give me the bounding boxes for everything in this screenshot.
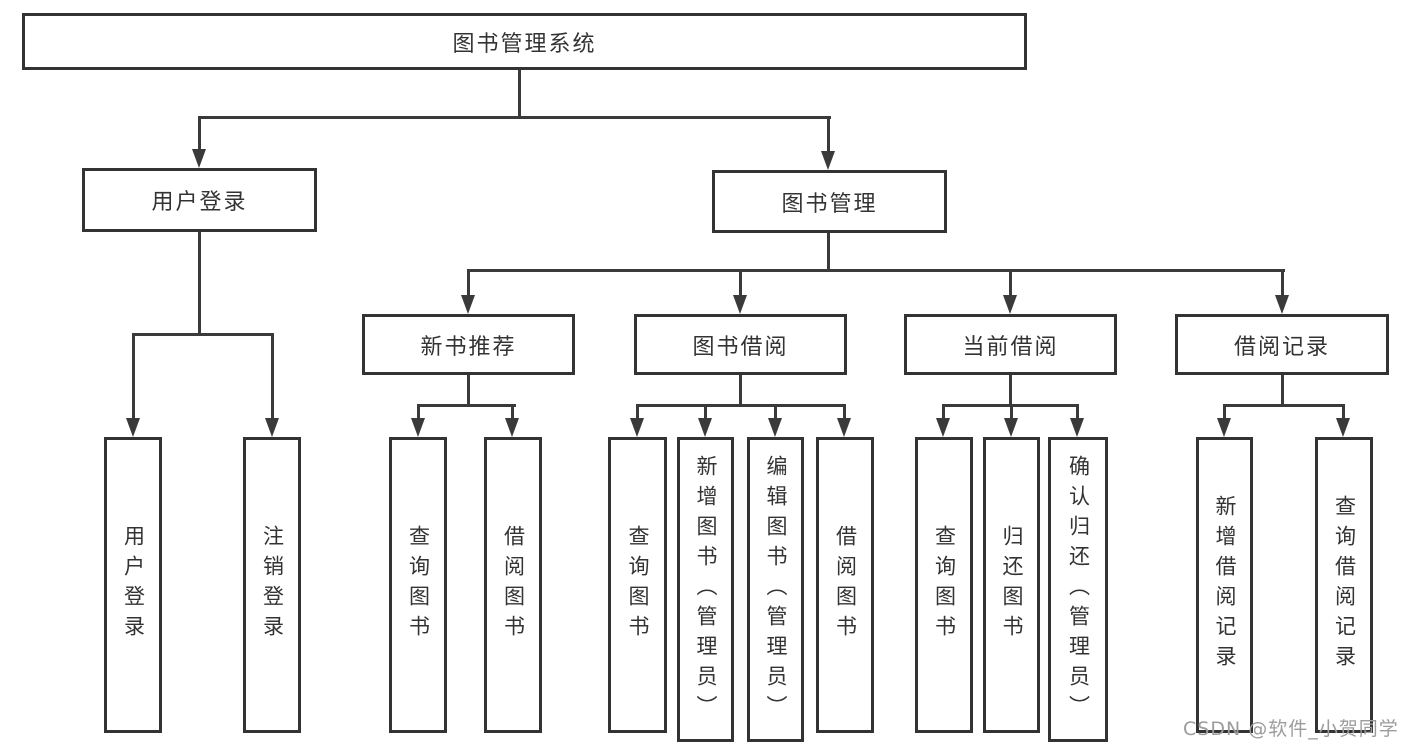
edge-to-newbook-query [417,404,420,419]
edge-book-borrowing-stem [739,375,742,406]
node-leaf-newbook-borrow: 借阅图书 [484,437,542,733]
arrow-to-newbook-query [411,418,425,437]
edge-new-book-rail [417,404,516,407]
edge-to-current-return [1010,404,1013,419]
node-current-borrowing: 当前借阅 [904,314,1117,375]
edge-to-current-borrowing [1009,269,1012,296]
arrow-to-records-add [1217,418,1231,437]
arrow-to-borrow-edit [768,418,782,437]
node-leaf-borrow-query: 查询图书 [608,437,667,733]
edge-book-borrowing-rail [636,404,846,407]
edge-to-borrowing-records [1281,269,1284,296]
edge-user-login-stem [198,232,201,335]
node-leaf-borrow-add-admin: 新增图书（管理员） [677,437,734,742]
edge-root-stem [518,70,521,118]
node-leaf-borrow-edit-admin: 编辑图书（管理员） [747,437,804,742]
edge-new-book-stem [467,375,470,406]
edge-book-management-stem [827,233,830,271]
edge-to-user-login [198,116,201,151]
arrow-to-current-confirm [1070,418,1084,437]
node-leaf-records-add: 新增借阅记录 [1196,437,1253,733]
arrow-to-records-query [1336,418,1350,437]
arrow-to-book-borrowing [733,295,747,314]
arrow-to-current-query [936,418,950,437]
node-leaf-records-query: 查询借阅记录 [1315,437,1373,733]
edge-root-rail [198,116,831,119]
arrow-to-user-login [192,149,206,168]
node-user-login: 用户登录 [82,168,317,232]
node-leaf-current-query: 查询图书 [915,437,973,733]
edge-records-stem [1281,375,1284,406]
arrow-to-borrow-add [698,418,712,437]
edge-to-new-book-recommend [467,269,470,296]
edge-book-management-rail [467,269,1285,272]
node-borrowing-records: 借阅记录 [1175,314,1389,375]
edge-to-borrow-add [704,404,707,419]
edge-to-book-borrowing [739,269,742,296]
edge-current-borrowing-stem [1009,375,1012,406]
edge-to-book-management [827,116,830,152]
arrow-to-borrow-query [630,418,644,437]
edge-to-borrow-query [636,404,639,419]
arrow-to-borrowing-records [1275,295,1289,314]
node-book-management: 图书管理 [712,170,947,233]
edge-user-login-rail [132,333,274,336]
node-leaf-borrow-borrow: 借阅图书 [816,437,874,733]
node-new-book-recommend: 新书推荐 [362,314,575,375]
arrow-to-leaf-logout [265,418,279,437]
edge-to-current-query [942,404,945,419]
edge-to-leaf-logout [271,333,274,419]
arrow-to-current-borrowing [1003,295,1017,314]
node-leaf-newbook-query: 查询图书 [389,437,447,733]
arrow-to-newbook-borrow [505,418,519,437]
csdn-watermark: CSDN @软件_小贺同学 [1183,718,1399,740]
edge-to-records-query [1342,404,1345,419]
node-leaf-current-return: 归还图书 [983,437,1040,733]
edge-to-current-confirm [1076,404,1079,419]
edge-to-newbook-borrow [511,404,514,419]
node-root: 图书管理系统 [22,13,1027,70]
edge-records-rail [1223,404,1345,407]
arrow-to-leaf-user-login [126,418,140,437]
node-leaf-logout: 注销登录 [243,437,301,733]
edge-to-records-add [1223,404,1226,419]
node-leaf-current-confirm-admin: 确认归还（管理员） [1048,437,1108,742]
node-leaf-user-login: 用户登录 [104,437,162,733]
arrow-to-new-book-recommend [461,295,475,314]
arrow-to-book-management [821,151,835,170]
edge-to-borrow-edit [774,404,777,419]
edge-to-leaf-user-login [132,333,135,419]
node-book-borrowing: 图书借阅 [634,314,847,375]
arrow-to-current-return [1004,418,1018,437]
arrow-to-borrow-borrow [837,418,851,437]
edge-to-borrow-borrow [843,404,846,419]
